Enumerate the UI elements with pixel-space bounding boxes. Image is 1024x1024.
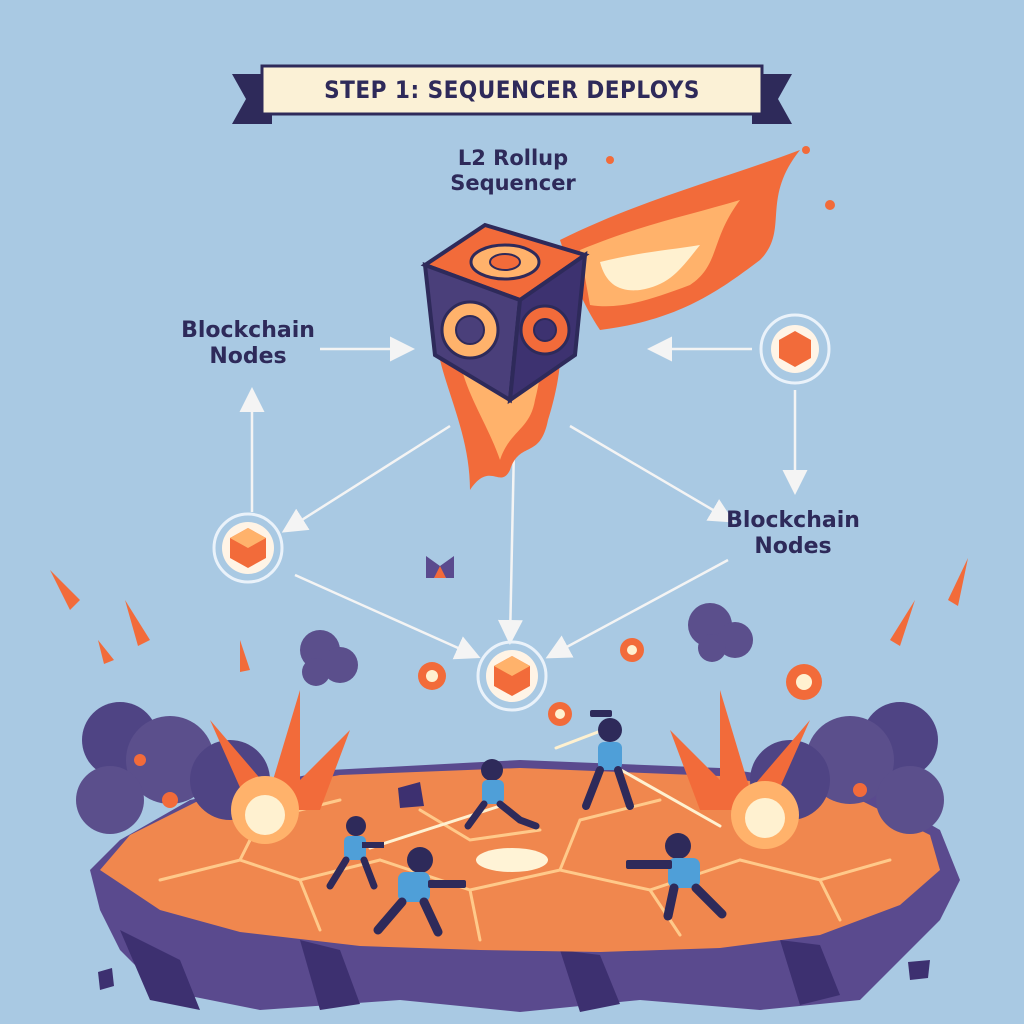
nodes-right-line2: Nodes: [754, 534, 832, 560]
banner-title: STEP 1: SEQUENCER DEPLOYS: [324, 76, 700, 104]
floating-coins: [418, 638, 822, 726]
character-right-front: [626, 833, 727, 921]
arrow-sequencer-to-left-node: [281, 424, 451, 533]
smoke-puffs: [300, 603, 753, 686]
step-banner: [232, 64, 792, 124]
node-top-right: [759, 313, 831, 385]
arrow-left-node-to-center: [294, 573, 481, 660]
nodes-label-left: Blockchain Nodes: [168, 318, 328, 371]
nodes-left-line1: Blockchain: [181, 318, 315, 343]
connection-arrows: [239, 336, 808, 660]
node-center: [476, 640, 548, 712]
sequencer-label: L2 Rollup Sequencer: [418, 146, 608, 196]
dark-rocks: [98, 782, 930, 990]
character-right-top: [582, 710, 634, 810]
sequencer-label-line2: Sequencer: [450, 171, 576, 196]
fire-trail: [440, 146, 835, 490]
sequencer-label-line1: L2 Rollup: [457, 146, 569, 170]
nodes-left-line2: Nodes: [209, 344, 287, 370]
nodes-right-line1: Blockchain: [726, 508, 860, 533]
arrow-sequencer-to-right: [569, 424, 735, 523]
arrow-right-to-center: [545, 558, 729, 659]
sequencer-cube-icon: [420, 222, 590, 405]
spark-debris: [50, 558, 968, 672]
node-left: [212, 512, 284, 584]
left-explosion: [76, 690, 350, 844]
character-front-left: [373, 847, 466, 937]
logo-mark-icon: [426, 556, 454, 578]
right-explosion: [670, 690, 944, 849]
character-left: [326, 816, 384, 890]
nodes-label-right: Blockchain Nodes: [708, 508, 878, 561]
arrow-sequencer-to-center-node: [497, 445, 523, 645]
character-center: [464, 759, 540, 830]
